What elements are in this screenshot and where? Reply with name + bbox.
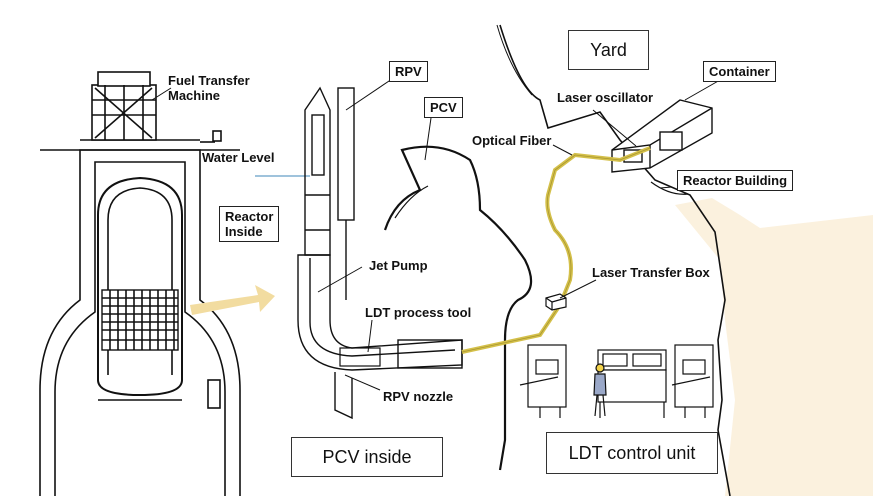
- laser-transfer-box-label: Laser Transfer Box: [592, 265, 710, 280]
- jet-pump-label: Jet Pump: [369, 258, 428, 273]
- rpv-internals-drawing: [297, 86, 463, 420]
- operator-figure: [593, 363, 607, 417]
- reactor-vessel-drawing: [39, 71, 241, 496]
- pcv-label: PCV: [424, 97, 463, 118]
- container-label: Container: [703, 61, 776, 82]
- yard-label: Yard: [568, 30, 649, 70]
- reactor-inside-label-line1: Reactor: [225, 209, 274, 224]
- reactor-inside-label: Reactor Inside: [219, 206, 280, 242]
- pcv-wall: [383, 145, 533, 471]
- reactor-building-area: [675, 198, 873, 496]
- ldt-process-tool-label: LDT process tool: [365, 305, 472, 320]
- fuel-transfer-machine-label: Fuel Transfer Machine: [168, 73, 250, 103]
- reactor-building-label: Reactor Building: [677, 170, 794, 191]
- fuel-transfer-machine-label-line2: Machine: [168, 88, 221, 103]
- reactor-inside-label-line2: Inside: [225, 224, 263, 239]
- rpv-label: RPV: [389, 61, 428, 82]
- reactor-building-outline: [499, 24, 731, 496]
- optical-fiber: [461, 146, 651, 354]
- ldt-control-unit-label: LDT control unit: [546, 432, 718, 474]
- fuel-transfer-machine-label-line1: Fuel Transfer: [168, 73, 250, 88]
- optical-fiber-label: Optical Fiber: [472, 133, 552, 148]
- leader-lines: [151, 78, 721, 391]
- transition-arrow: [190, 285, 275, 315]
- ldt-control-unit-drawing: [519, 344, 714, 418]
- rpv-nozzle-label: RPV nozzle: [383, 389, 454, 404]
- laser-oscillator-label: Laser oscillator: [557, 90, 654, 105]
- container-drawing: [611, 99, 713, 173]
- water-level-label: Water Level: [202, 150, 275, 165]
- pcv-inside-label: PCV inside: [291, 437, 443, 477]
